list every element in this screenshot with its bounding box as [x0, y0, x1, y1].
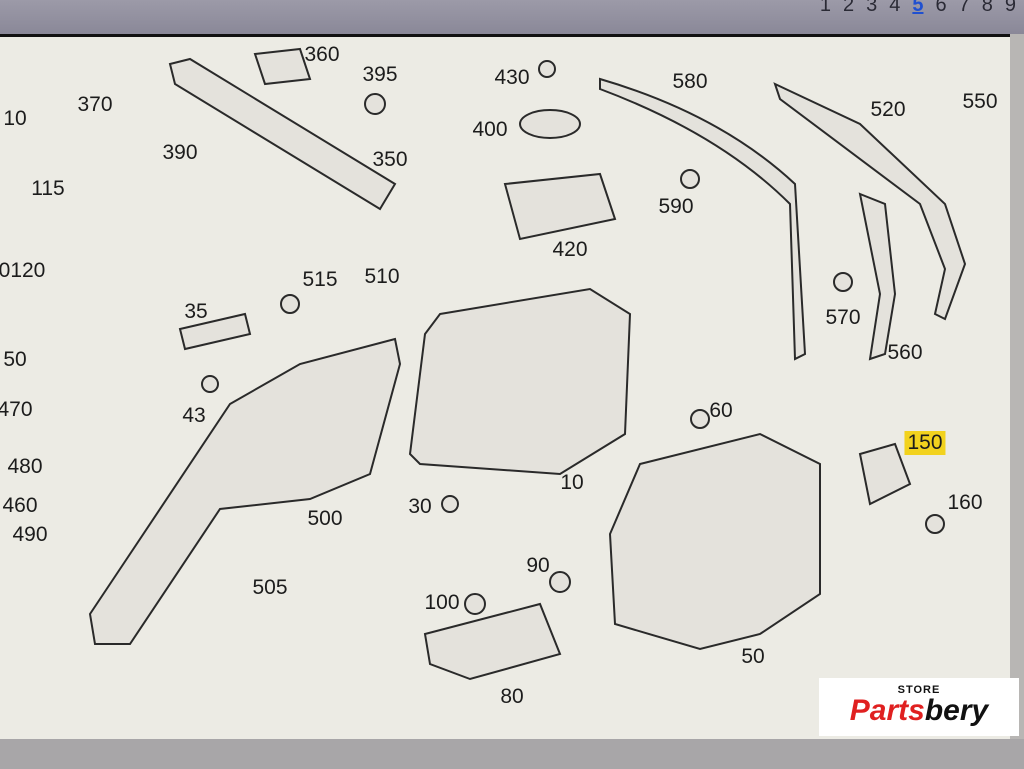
part-label[interactable]: 505 — [252, 576, 288, 599]
page-link[interactable]: 9 — [1004, 0, 1016, 16]
part-label[interactable]: 570 — [825, 306, 861, 329]
part-100-nut — [464, 593, 486, 615]
part-label[interactable]: 490 — [12, 523, 48, 546]
part-label[interactable]: 370 — [77, 93, 113, 116]
part-590-screw — [680, 169, 700, 189]
part-60-screw — [690, 409, 710, 429]
part-30-clip — [441, 495, 459, 513]
part-360-clip — [253, 47, 312, 86]
page-link[interactable]: 4 — [889, 0, 901, 16]
part-50-housing — [608, 432, 821, 651]
part-label[interactable]: 0120 — [0, 259, 46, 282]
part-430-screw — [538, 60, 556, 78]
part-580-trim — [599, 77, 807, 361]
part-label[interactable]: 30 — [408, 495, 432, 518]
part-label[interactable]: 520 — [870, 98, 906, 121]
part-label[interactable]: 80 — [500, 685, 524, 708]
part-label[interactable]: 430 — [494, 66, 530, 89]
part-label[interactable]: 390 — [162, 141, 198, 164]
part-90-washer — [549, 571, 571, 593]
part-label[interactable]: 100 — [424, 591, 460, 614]
part-label[interactable]: 10 — [560, 471, 584, 494]
page-link[interactable]: 6 — [935, 0, 947, 16]
page-link-active[interactable]: 5 — [912, 0, 924, 16]
part-label[interactable]: 460 — [2, 494, 38, 517]
part-label[interactable]: 480 — [7, 455, 43, 478]
part-420-bracket — [503, 172, 617, 241]
part-label-highlighted[interactable]: 150 — [904, 431, 946, 455]
part-label[interactable]: 43 — [182, 404, 206, 427]
part-160-screw — [925, 514, 945, 534]
page-link[interactable]: 3 — [866, 0, 878, 16]
part-520-trim — [773, 82, 967, 321]
part-label[interactable]: 115 — [31, 177, 65, 200]
part-label[interactable]: 400 — [472, 118, 508, 141]
part-label[interactable]: 350 — [372, 148, 408, 171]
part-label[interactable]: 50 — [3, 348, 27, 371]
part-label[interactable]: 515 — [302, 268, 338, 291]
part-560-trim — [858, 192, 897, 361]
logo-brand-black: bery — [924, 694, 989, 727]
page-link[interactable]: 8 — [981, 0, 993, 16]
page-link[interactable]: 7 — [958, 0, 970, 16]
part-35-clip — [178, 312, 252, 351]
part-80-bracket — [423, 602, 562, 681]
pagination: 1 2 3 4 5 6 7 8 9 — [820, 0, 1016, 17]
part-43-clip — [201, 375, 219, 393]
part-label[interactable]: 420 — [552, 238, 588, 261]
page-link[interactable]: 1 — [819, 0, 831, 16]
part-350-sill-trim — [168, 57, 397, 211]
part-395-screw — [364, 93, 386, 115]
logo-brand: Partsbery — [819, 696, 1019, 726]
part-label[interactable]: 500 — [307, 507, 343, 530]
partsbery-logo: STORE Partsbery — [819, 678, 1019, 736]
part-label[interactable]: 580 — [672, 70, 708, 93]
top-bar: 1 2 3 4 5 6 7 8 9 — [0, 0, 1024, 34]
parts-drawing — [88, 47, 967, 681]
part-label[interactable]: 510 — [364, 265, 400, 288]
scrollbar[interactable] — [1010, 34, 1024, 769]
part-label[interactable]: 590 — [658, 195, 694, 218]
part-570-screw — [833, 272, 853, 292]
part-label[interactable]: 395 — [362, 63, 398, 86]
part-515-screw — [280, 294, 300, 314]
logo-store-text: STORE — [897, 684, 941, 696]
page-link[interactable]: 2 — [843, 0, 855, 16]
part-label[interactable]: 10 — [3, 107, 27, 130]
part-500-panel — [88, 337, 402, 645]
part-label[interactable]: 160 — [947, 491, 983, 514]
part-label[interactable]: 360 — [304, 43, 340, 66]
screen-bottom — [0, 739, 1024, 769]
part-label[interactable]: 50 — [741, 645, 765, 668]
part-label[interactable]: 35 — [184, 300, 208, 323]
part-150-connector — [858, 442, 912, 506]
part-label[interactable]: 560 — [887, 341, 923, 364]
part-label[interactable]: 60 — [709, 399, 733, 422]
part-label[interactable]: 550 — [962, 90, 998, 113]
part-10-panel — [408, 287, 632, 476]
part-label[interactable]: 90 — [526, 554, 550, 577]
logo-brand-red: Parts — [849, 694, 925, 727]
part-label[interactable]: 470 — [0, 398, 33, 421]
part-400-ring — [519, 109, 582, 139]
